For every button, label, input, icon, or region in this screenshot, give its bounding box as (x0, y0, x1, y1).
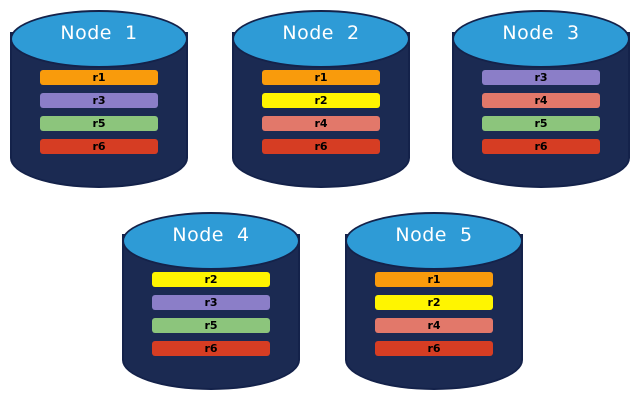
replica-list: r3 r4 r5 r6 (482, 70, 600, 154)
replica-bar[interactable]: r6 (262, 139, 380, 154)
replica-bar[interactable]: r6 (40, 139, 158, 154)
replica-bar[interactable]: r2 (262, 93, 380, 108)
replica-bar[interactable]: r5 (40, 116, 158, 131)
cylinder-top-ellipse-icon (10, 10, 188, 68)
node-label: Node 4 (172, 224, 250, 246)
replica-bar[interactable]: r1 (40, 70, 158, 85)
replica-bar[interactable]: r2 (375, 295, 493, 310)
node-label: Node 2 (282, 22, 360, 44)
replica-list: r1 r3 r5 r6 (40, 70, 158, 154)
replica-list: r1 r2 r4 r6 (262, 70, 380, 154)
database-node[interactable]: Node 1 r1 r3 r5 r6 (10, 10, 188, 188)
node-label: Node 5 (395, 224, 473, 246)
replica-bar[interactable]: r4 (262, 116, 380, 131)
cylinder-top-ellipse-icon (122, 212, 300, 270)
replica-bar[interactable]: r4 (482, 93, 600, 108)
replica-bar[interactable]: r4 (375, 318, 493, 333)
replica-bar[interactable]: r5 (482, 116, 600, 131)
node-label: Node 1 (60, 22, 138, 44)
database-node[interactable]: Node 3 r3 r4 r5 r6 (452, 10, 630, 188)
cylinder-top-ellipse-icon (232, 10, 410, 68)
database-node[interactable]: Node 5 r1 r2 r4 r6 (345, 212, 523, 390)
replica-bar[interactable]: r3 (40, 93, 158, 108)
replica-bar[interactable]: r1 (262, 70, 380, 85)
replica-bar[interactable]: r5 (152, 318, 270, 333)
database-node[interactable]: Node 2 r1 r2 r4 r6 (232, 10, 410, 188)
replica-bar[interactable]: r6 (375, 341, 493, 356)
cylinder-top-ellipse-icon (452, 10, 630, 68)
cylinder-top-ellipse-icon (345, 212, 523, 270)
replica-bar[interactable]: r6 (152, 341, 270, 356)
replica-bar[interactable]: r2 (152, 272, 270, 287)
replica-list: r1 r2 r4 r6 (375, 272, 493, 356)
replica-bar[interactable]: r3 (152, 295, 270, 310)
replica-bar[interactable]: r1 (375, 272, 493, 287)
database-node[interactable]: Node 4 r2 r3 r5 r6 (122, 212, 300, 390)
node-label: Node 3 (502, 22, 580, 44)
replica-bar[interactable]: r6 (482, 139, 600, 154)
replica-list: r2 r3 r5 r6 (152, 272, 270, 356)
replica-bar[interactable]: r3 (482, 70, 600, 85)
